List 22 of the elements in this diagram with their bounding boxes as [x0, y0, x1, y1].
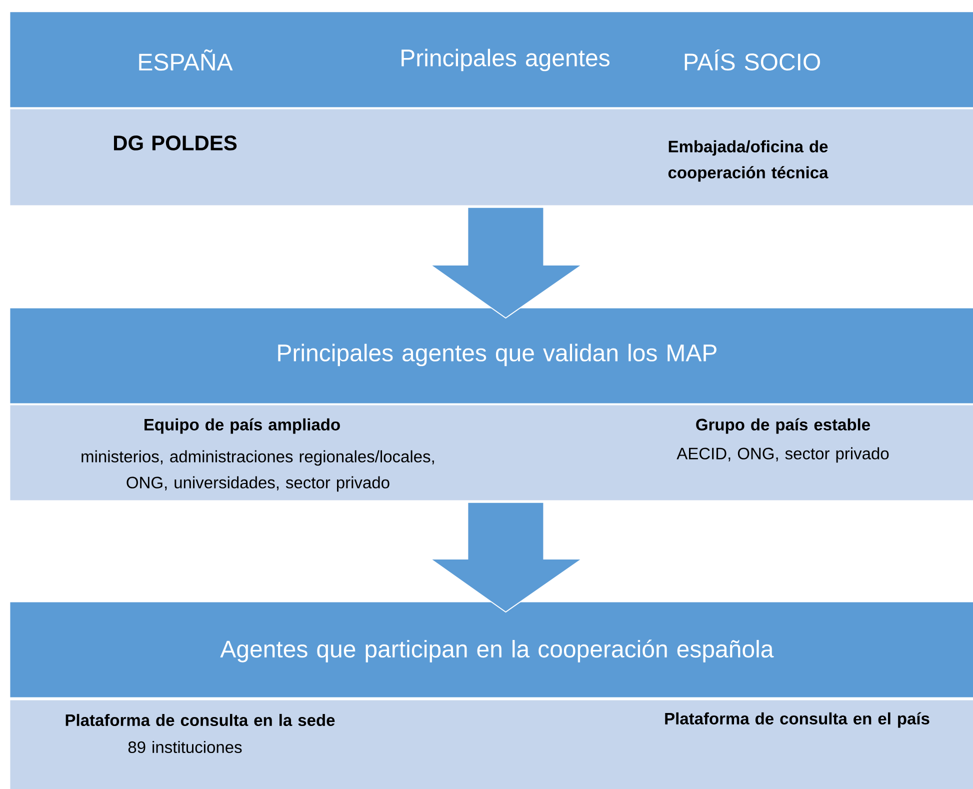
- agent-name: DG POLDES: [114, 136, 237, 150]
- agent-band: [10, 405, 973, 500]
- header-text: Agentes que participan en la cooperación española: [220, 640, 774, 662]
- agent-band: [10, 700, 973, 789]
- group-heading: Equipo de país ampliado: [144, 418, 340, 434]
- group-heading: Grupo de país estable: [696, 418, 870, 434]
- header-text: PAÍS SOCIO: [684, 49, 820, 71]
- header-text: ESPAÑA: [139, 49, 233, 71]
- header-band: [10, 308, 973, 404]
- group-members: ministerios, administraciones regionales/locales, ONG, universidades, sector privado: [82, 450, 434, 492]
- group-heading: Plataforma de consulta en el país: [665, 712, 930, 728]
- group-heading: Plataforma de consulta en la sede: [66, 714, 335, 726]
- block-arrow: [429, 502, 584, 613]
- header-text: Principales agentes: [402, 48, 610, 72]
- header-text: Principales agentes que validan los MAP: [278, 344, 716, 366]
- block-arrow: [429, 206, 584, 319]
- group-members: 89 instituciones: [128, 740, 242, 754]
- group-heading: Embajada/oficina de cooperación técnica: [668, 140, 828, 182]
- group-members: AECID, ONG, sector privado: [676, 447, 889, 463]
- header-band: [10, 12, 973, 108]
- agent-band: [10, 109, 973, 206]
- header-band: [10, 602, 973, 698]
